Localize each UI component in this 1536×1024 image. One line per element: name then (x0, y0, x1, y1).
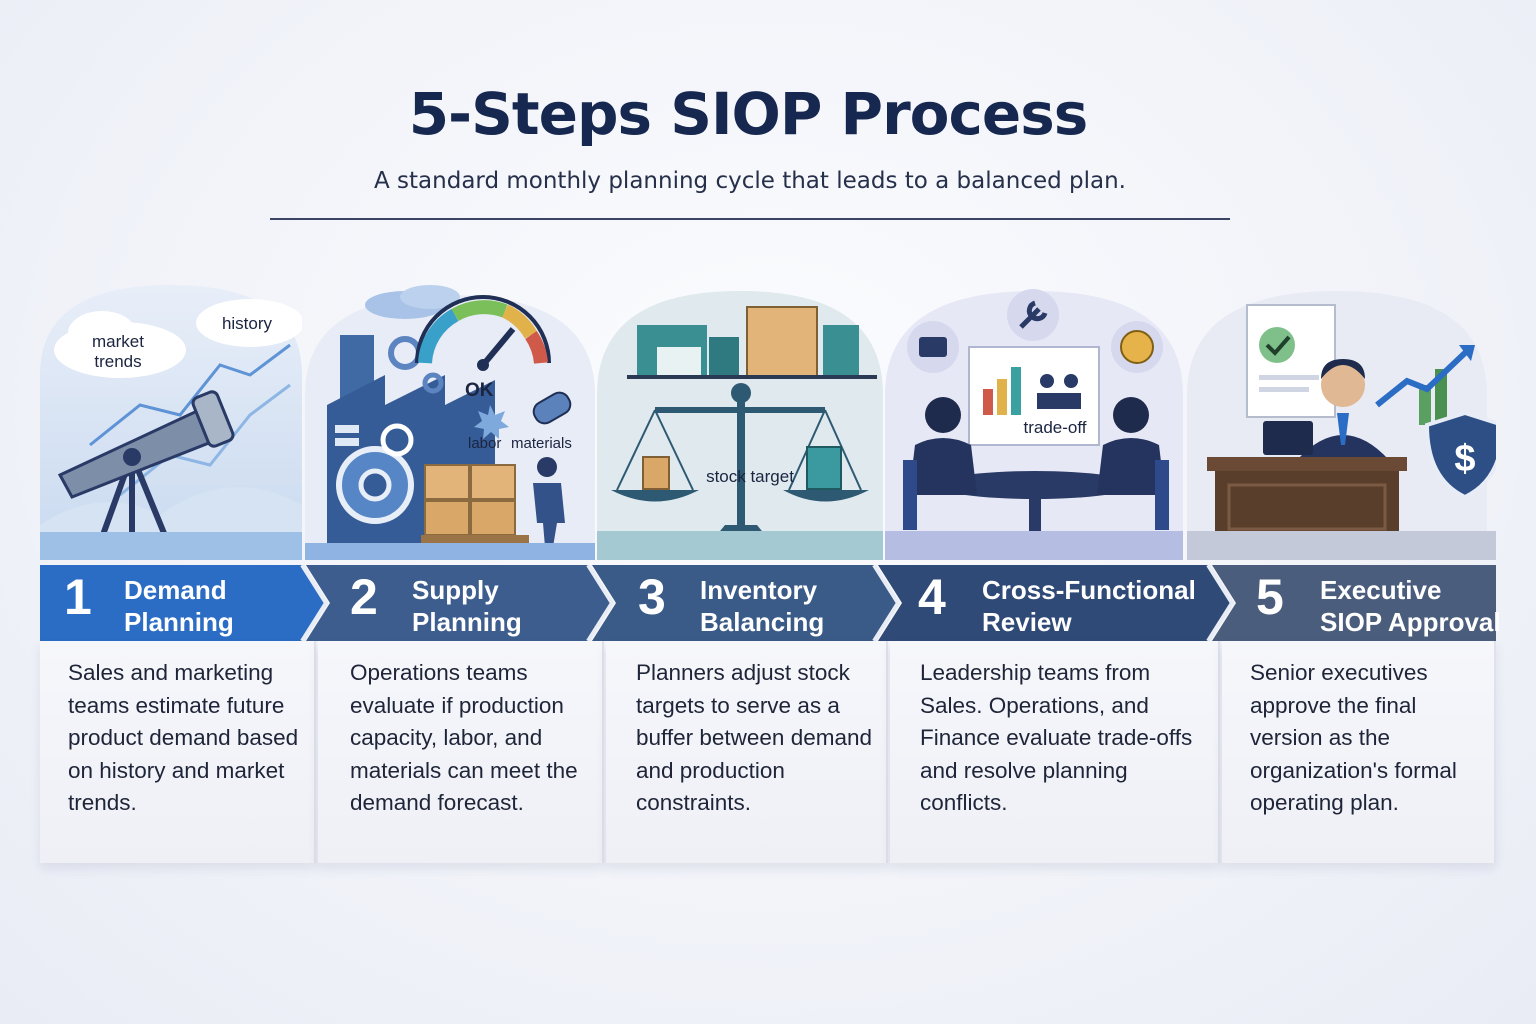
description-row: Sales and marketing teams estimate futur… (40, 641, 1496, 863)
step-number-2: 2 (350, 569, 378, 625)
label-ok: OK (465, 380, 494, 401)
description-card-3: Planners adjust stock targets to serve a… (606, 641, 888, 863)
presentation-screen (968, 346, 1100, 446)
chevron-step-2 (306, 565, 612, 641)
desk-icon (1207, 457, 1407, 541)
step-description-1: Sales and marketing teams estimate futur… (68, 660, 299, 816)
step-title-2-line1: Supply (412, 575, 499, 605)
step-number-3: 3 (638, 569, 666, 625)
telescope-icon (57, 390, 235, 547)
step-number-5: 5 (1256, 569, 1284, 625)
step-title-3: Inventory Balancing (700, 574, 824, 638)
step-title-1-line1: Demand (124, 575, 227, 605)
warehouse-icon (627, 306, 877, 379)
wrench-icon (1019, 300, 1048, 329)
step-description-4: Leadership teams from Sales. Operations,… (920, 660, 1193, 816)
step-description-2: Operations teams evaluate if production … (350, 660, 578, 816)
inventory-balancing-illustration: stock target (597, 285, 883, 560)
step-title-1-line2: Planning (124, 607, 234, 637)
gauge-icon (415, 295, 551, 371)
step-number-4: 4 (918, 569, 946, 625)
meeting-table-icon (903, 397, 1169, 541)
briefcase-icon (919, 337, 947, 357)
description-card-1: Sales and marketing teams estimate futur… (40, 641, 316, 863)
worker-icon (533, 457, 565, 547)
label-stock-target: stock target (706, 467, 794, 486)
chevron-step-4 (878, 565, 1232, 641)
svg-text:$: $ (1454, 438, 1475, 480)
step-title-1: Demand Planning (124, 574, 234, 638)
chevron-step-1 (40, 565, 326, 641)
step-title-2: Supply Planning (412, 574, 522, 638)
label-materials: materials (511, 435, 572, 452)
document-check-icon (1246, 304, 1336, 418)
cloud-history (196, 299, 302, 347)
step-chevron-band (40, 565, 1496, 641)
page-title: 5-Steps SIOP Process (408, 80, 1089, 148)
description-card-5: Senior executives approve the final vers… (1222, 641, 1496, 863)
step-title-2-line2: Planning (412, 607, 522, 637)
demand-planning-illustration: market trends history (40, 285, 302, 560)
page-subtitle: A standard monthly planning cycle that l… (374, 168, 1126, 194)
step-title-3-line2: Balancing (700, 607, 825, 637)
step-number-1: 1 (64, 569, 92, 625)
executive-approval-illustration: $ (1187, 285, 1496, 560)
coin-icon (1120, 330, 1154, 364)
labor-icon (474, 405, 509, 439)
description-card-4: Leadership teams from Sales. Operations,… (890, 641, 1220, 863)
label-trade-off: trade-off (1023, 418, 1086, 437)
title-divider (270, 218, 1230, 220)
step-description-5: Senior executives approve the final vers… (1250, 660, 1457, 816)
step-title-4: Cross-Functional Review (982, 574, 1196, 638)
cross-functional-review-illustration: trade-off (885, 285, 1183, 560)
step-title-5-line2: SIOP Approval (1320, 607, 1501, 637)
step-description-3: Planners adjust stock targets to serve a… (636, 660, 873, 816)
label-history: history (222, 314, 273, 333)
label-trends: trends (94, 352, 141, 371)
growth-chart-icon (1375, 345, 1475, 425)
description-card-2: Operations teams evaluate if production … (318, 641, 604, 863)
label-market: market (92, 332, 144, 351)
label-labor: labor (468, 435, 501, 452)
materials-icon (532, 391, 572, 425)
supply-planning-illustration: OK labor materials (305, 285, 595, 560)
boxes-icon (421, 464, 529, 545)
chevron-step-5 (1212, 565, 1496, 641)
laptop-icon (1263, 421, 1313, 455)
step-title-3-line1: Inventory (700, 575, 818, 605)
step-title-4-line1: Cross-Functional (982, 575, 1196, 605)
illustration-row: market trends history (40, 285, 1496, 560)
step-title-5: Executive SIOP Approval (1320, 574, 1501, 638)
chevron-step-3 (592, 565, 898, 641)
dollar-shield-icon: $ (1424, 410, 1496, 500)
step-title-5-line1: Executive (1320, 575, 1442, 605)
step-title-4-line2: Review (982, 607, 1072, 637)
